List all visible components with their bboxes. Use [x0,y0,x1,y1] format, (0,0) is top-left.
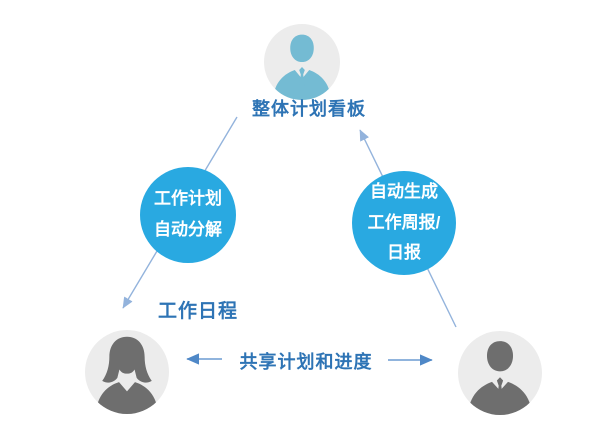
person-bust-male-icon [273,34,331,100]
avatar-bottom-left-employee [85,330,169,414]
top-node-label: 整体计划看板 [252,99,366,119]
node-line: 工作周报/ [367,212,441,232]
node-line: 工作计划 [154,189,222,209]
person-bust-female-icon [95,336,159,414]
share-progress-label: 共享计划和进度 [239,352,373,372]
node-line: 自动生成 [370,182,438,202]
avatar-bottom-right-employee [458,331,542,415]
avatar-top-manager [264,24,340,100]
node-line: 日报 [387,243,421,263]
work-schedule-label: 工作日程 [157,301,238,322]
node-line: 自动分解 [154,220,222,239]
node-auto-report: 自动生成 工作周报/ 日报 [352,171,456,275]
person-bust-male-icon [468,341,532,415]
node-plan-auto-breakdown: 工作计划 自动分解 [140,167,236,263]
